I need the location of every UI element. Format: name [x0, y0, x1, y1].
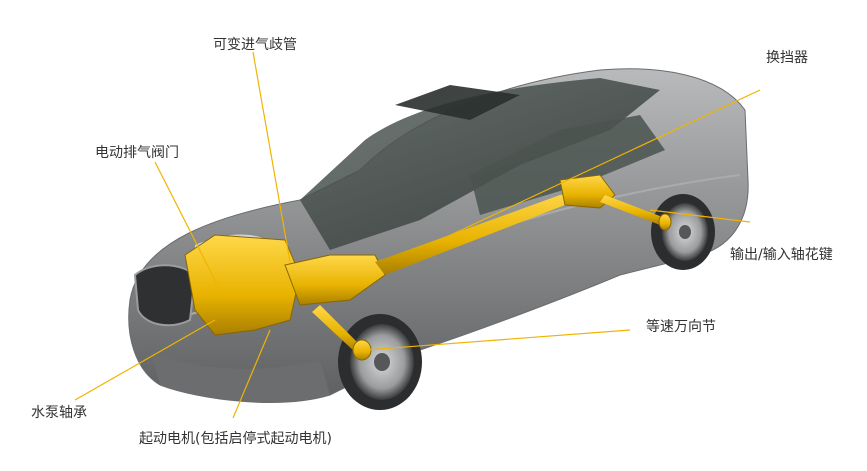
rear-wheel	[651, 194, 715, 270]
callout-starter-motor: 起动电机(包括启停式起动电机)	[139, 431, 332, 447]
callout-water-pump: 水泵轴承	[31, 405, 87, 421]
leader-line-water-pump	[74, 319, 216, 401]
leader-line-starter-motor	[232, 329, 271, 419]
leader-line-exhaust-valve	[154, 161, 221, 291]
callout-cv-joint: 等速万向节	[646, 319, 716, 335]
leader-line-intake-manifold	[252, 51, 291, 263]
callout-exhaust-valve: 电动排气阀门	[95, 145, 179, 161]
leader-line-shaft-spline	[649, 209, 751, 223]
callout-intake-manifold: 可变进气歧管	[213, 37, 297, 53]
leader-line-cv-joint	[364, 329, 631, 351]
leader-line-shifter	[439, 89, 761, 241]
drivetrain	[184, 174, 672, 361]
front-wheel	[338, 314, 422, 410]
callout-shaft-spline: 输出/输入轴花键	[730, 247, 833, 263]
callout-shifter: 换挡器	[766, 50, 808, 66]
